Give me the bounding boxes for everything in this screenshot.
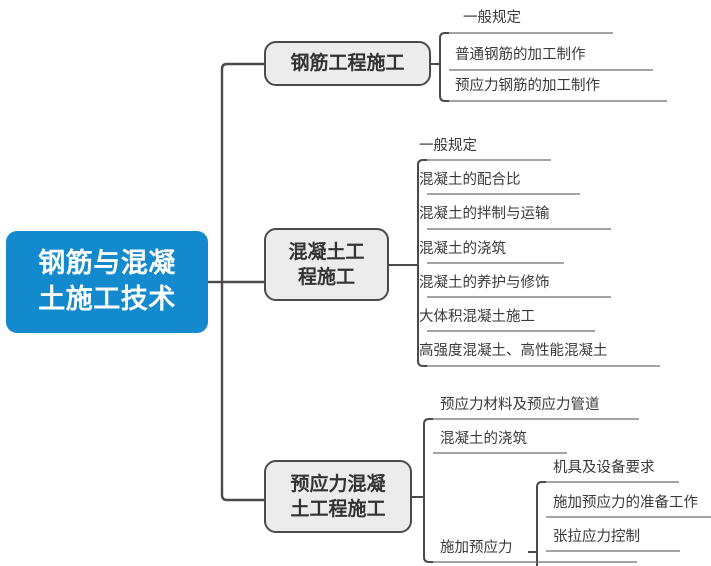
root-node-label: 钢筋与混凝 土施工技术 <box>38 248 176 315</box>
leaf-item[interactable]: 普通钢筋的加工制作 <box>455 47 586 63</box>
leaf-item[interactable]: 混凝土的配合比 <box>419 172 521 188</box>
branch-node-concrete[interactable]: 混凝土工 程施工 <box>264 228 389 301</box>
root-node[interactable]: 钢筋与混凝 土施工技术 <box>6 231 208 333</box>
sub-leaf-item[interactable]: 施加预应力的准备工作 <box>553 495 698 511</box>
leaf-item[interactable]: 混凝土的浇筑 <box>440 431 527 447</box>
leaf-item[interactable]: 一般规定 <box>419 138 477 154</box>
leaf-item[interactable]: 预应力材料及预应力管道 <box>440 397 600 413</box>
leaf-item[interactable]: 施加预应力 <box>440 540 513 556</box>
leaf-item[interactable]: 混凝土的养护与修饰 <box>419 275 550 291</box>
leaf-item[interactable]: 高强度混凝土、高性能混凝土 <box>419 343 608 359</box>
leaf-item[interactable]: 预应力钢筋的加工制作 <box>455 78 600 94</box>
leaf-item[interactable]: 混凝土的浇筑 <box>419 241 506 257</box>
branch-node-label: 预应力混凝 土工程施工 <box>290 472 386 520</box>
sub-leaf-item[interactable]: 张拉应力控制 <box>553 529 640 545</box>
leaf-item[interactable]: 一般规定 <box>463 10 521 26</box>
leaf-item[interactable]: 大体积混凝土施工 <box>419 309 535 325</box>
branch-node-label: 混凝土工 程施工 <box>288 240 365 288</box>
branch-node-prestressed-concrete[interactable]: 预应力混凝 土工程施工 <box>264 460 412 533</box>
sub-leaf-item[interactable]: 机具及设备要求 <box>553 460 655 476</box>
branch-node-label: 钢筋工程施工 <box>290 52 405 75</box>
leaf-item[interactable]: 混凝土的拌制与运输 <box>419 206 550 222</box>
branch-node-steel-reinforcement[interactable]: 钢筋工程施工 <box>264 41 431 86</box>
